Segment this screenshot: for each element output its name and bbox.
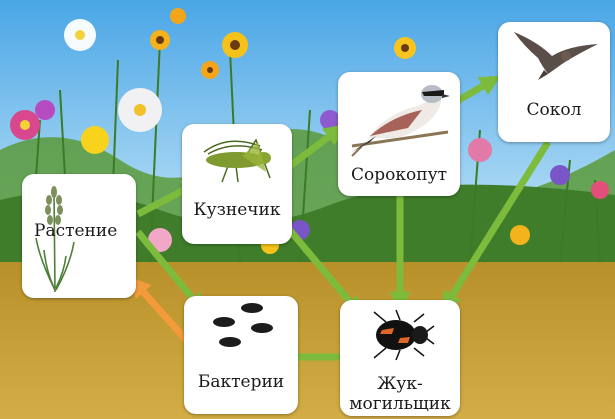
beetle-label-line-1: Жук- (340, 374, 460, 394)
grasshopper-label: Кузнечик (182, 200, 292, 220)
grasshopper-icon (198, 132, 278, 188)
node-shrike: Сорокопут (338, 72, 460, 196)
burying-beetle-icon (366, 308, 436, 362)
node-grasshopper: Кузнечик (182, 124, 292, 244)
node-plant: Растение (22, 174, 136, 298)
plant-label: Растение (34, 221, 117, 241)
falcon-label: Сокол (498, 100, 610, 120)
node-bacteria: Бактерии (184, 296, 298, 414)
falcon-bird-icon (508, 26, 600, 80)
node-burying-beetle: Жук- могильщик (340, 300, 460, 416)
shrike-bird-icon (348, 76, 452, 158)
bacteria-icon (208, 302, 278, 350)
bacteria-label: Бактерии (184, 372, 298, 392)
node-falcon: Сокол (498, 22, 610, 142)
shrike-label: Сорокопут (338, 165, 460, 185)
beetle-label-line-2: могильщик (340, 394, 460, 414)
